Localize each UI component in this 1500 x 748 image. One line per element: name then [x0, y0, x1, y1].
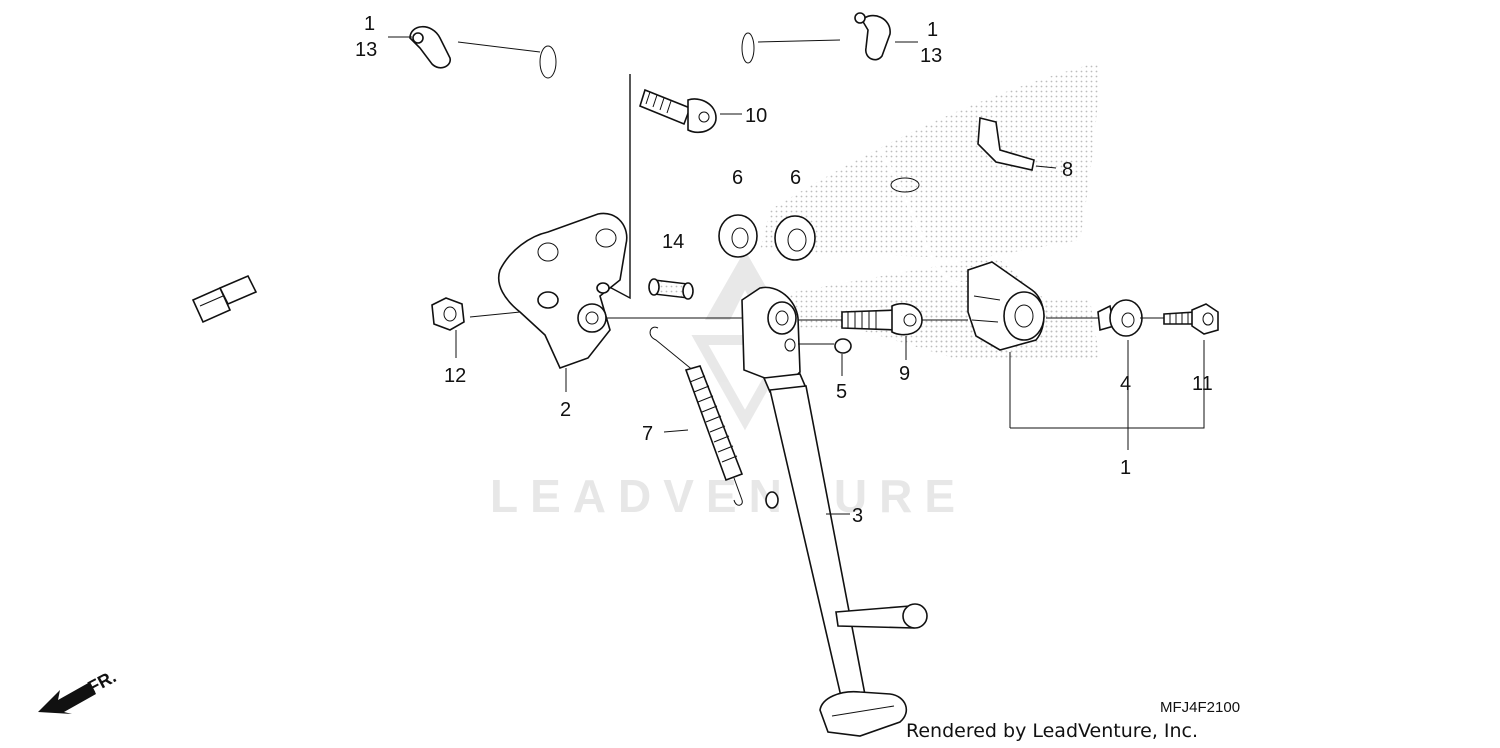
callout-6-b: 6	[790, 167, 801, 189]
drawing-code: MFJ4F2100	[1160, 699, 1240, 716]
washer-4	[1097, 299, 1143, 337]
side-stand-bracket-2	[498, 212, 628, 370]
collar-14	[648, 278, 694, 300]
watermark-text: LEADVENTURE	[490, 470, 967, 522]
callout-14: 14	[662, 231, 684, 253]
wire-clamp-8	[977, 116, 1035, 171]
washer-6-b	[774, 215, 816, 261]
bolt-10	[639, 88, 717, 134]
callout-13-top-left: 13	[355, 39, 377, 61]
pivot-bolt-9	[841, 302, 923, 336]
side-stand-3	[741, 286, 928, 737]
callout-9: 9	[899, 363, 910, 385]
callout-6-a: 6	[732, 167, 743, 189]
front-direction-arrow-icon	[38, 682, 96, 714]
callout-3: 3	[852, 505, 863, 527]
wire-clip-left	[409, 25, 451, 69]
callout-1-top-left: 1	[364, 13, 375, 35]
callout-8: 8	[1062, 159, 1073, 181]
bolt-11	[1163, 303, 1219, 335]
callout-13-top-right: 13	[920, 45, 942, 67]
render-credit: Rendered by LeadVenture, Inc.	[906, 720, 1198, 742]
callout-10: 10	[745, 105, 767, 127]
callout-1-top-right: 1	[927, 19, 938, 41]
callout-5: 5	[836, 381, 847, 403]
washer-6-a	[718, 214, 758, 258]
callout-2: 2	[560, 399, 571, 421]
flange-nut-12	[431, 297, 465, 331]
return-spring-7	[649, 326, 744, 506]
pin-5	[834, 338, 852, 354]
callout-11: 11	[1192, 373, 1213, 395]
callout-7: 7	[642, 423, 653, 445]
side-stand-switch-wire	[191, 32, 987, 324]
callout-12: 12	[444, 365, 466, 387]
callout-4: 4	[1120, 373, 1131, 395]
side-stand-switch-1	[967, 261, 1045, 351]
wire-clip-right	[854, 12, 891, 61]
callout-1-bottom: 1	[1120, 457, 1131, 479]
